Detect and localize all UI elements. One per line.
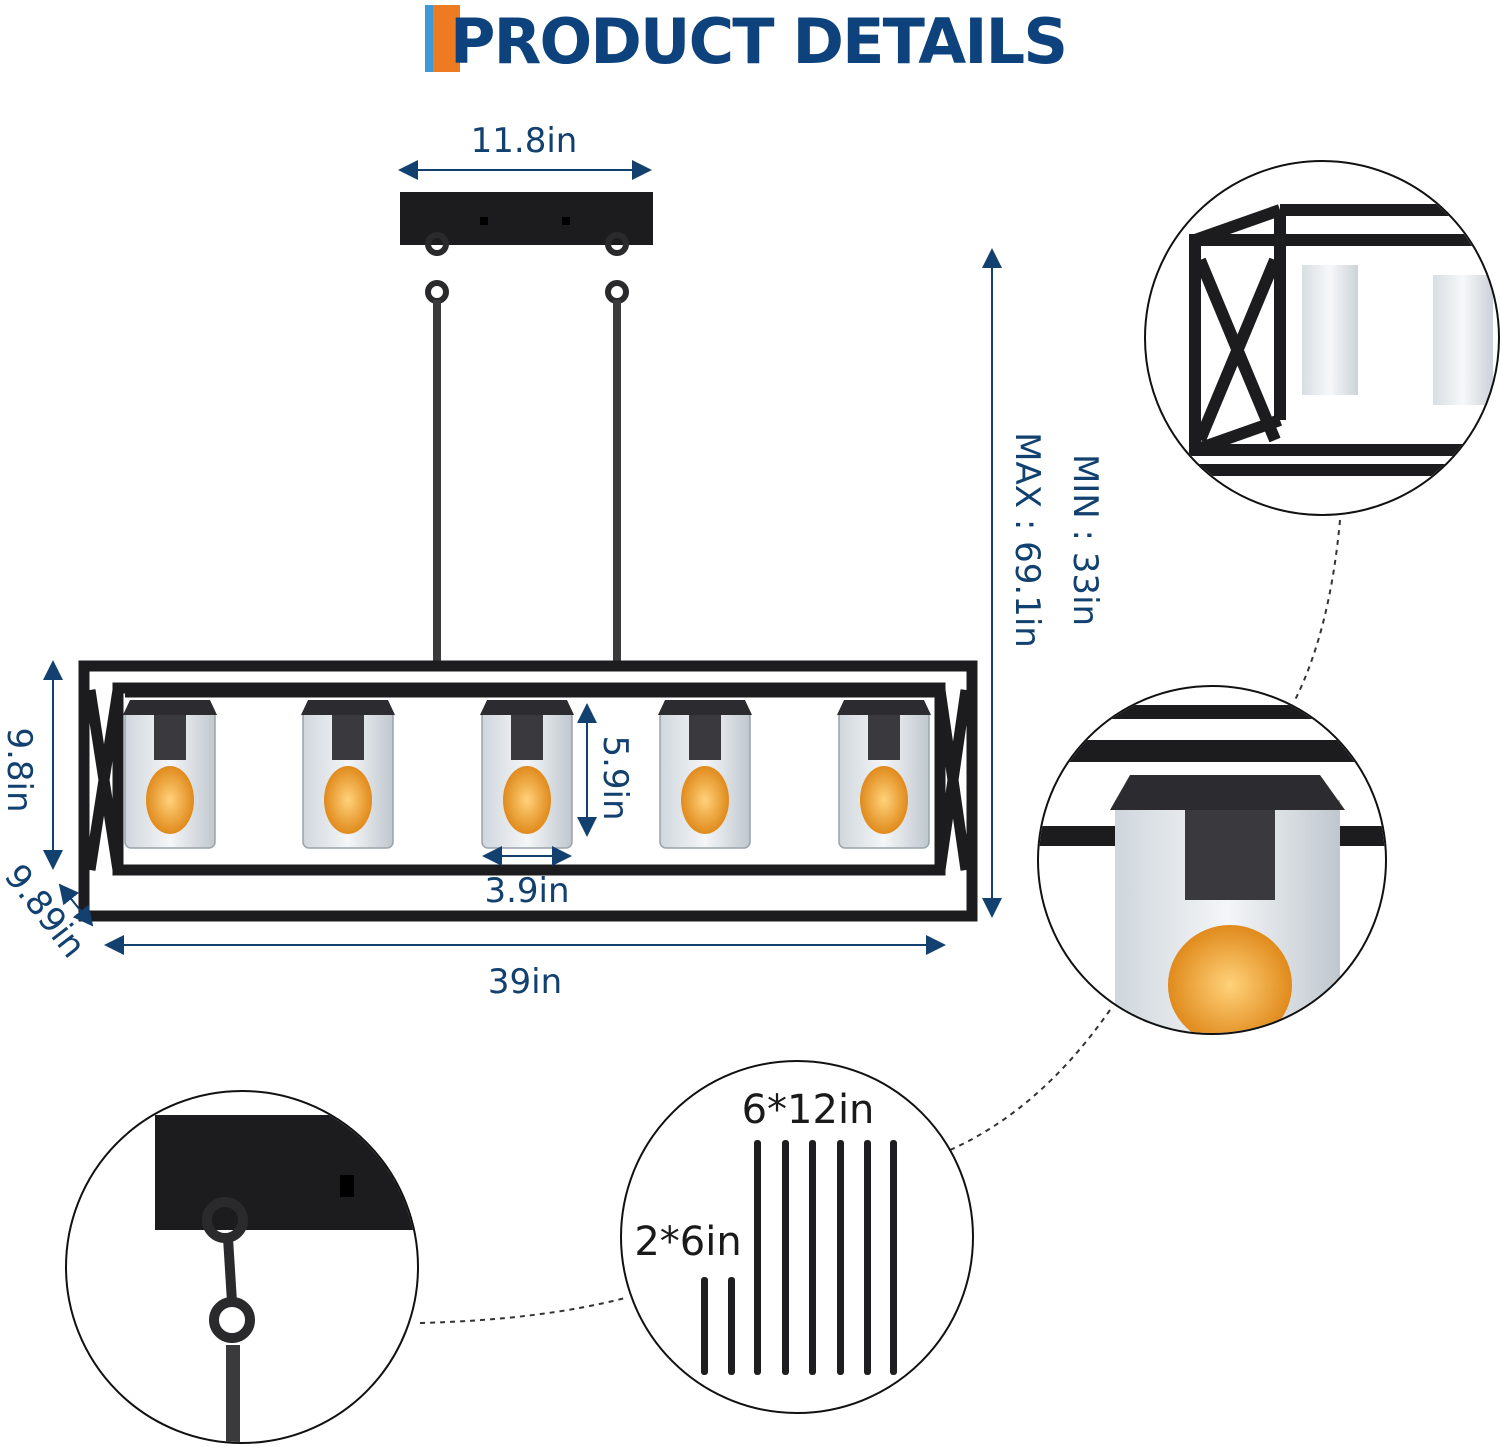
- min-height-label: MIN : 33in: [1065, 454, 1105, 626]
- frame-length-label: 39in: [488, 962, 562, 1002]
- lamp-shade: [301, 700, 395, 849]
- shade-height-label: 5.9in: [595, 735, 635, 820]
- frame-height-label: 9.8in: [0, 727, 39, 812]
- max-height-label: MAX : 69.1in: [1007, 432, 1047, 648]
- short-rods-label: 2*6in: [634, 1219, 741, 1265]
- short-rod: [728, 1277, 735, 1375]
- long-rods-label: 6*12in: [742, 1087, 875, 1133]
- canopy-width-label: 11.8in: [471, 121, 578, 161]
- chandelier-illustration: [78, 192, 978, 922]
- lamp-shade: [837, 700, 931, 849]
- long-rod: [890, 1140, 897, 1375]
- long-rod: [754, 1140, 761, 1375]
- accent-bar-orange: [433, 5, 460, 72]
- detail-shade: [1037, 685, 1387, 1035]
- short-rod: [701, 1277, 708, 1375]
- detail-canopy-chain: [65, 1090, 419, 1444]
- dashed-connectors: [419, 519, 1341, 1324]
- lamp-shade: [658, 700, 752, 849]
- detail-extension-rods: 6*12in 2*6in: [620, 1060, 974, 1414]
- long-rod: [809, 1140, 816, 1375]
- shade-width-label: 3.9in: [484, 871, 569, 911]
- dimension-arrows: [43, 160, 1002, 955]
- page-title: PRODUCT DETAILS: [450, 5, 1068, 78]
- lamp-shade: [123, 700, 217, 849]
- long-rod: [864, 1140, 871, 1375]
- detail-frame-corner: [1144, 160, 1500, 516]
- page-title-group: PRODUCT DETAILS: [425, 5, 1068, 78]
- long-rod: [782, 1140, 789, 1375]
- long-rod: [837, 1140, 844, 1375]
- accent-bar-blue: [425, 5, 433, 72]
- lamp-shade: [480, 700, 574, 849]
